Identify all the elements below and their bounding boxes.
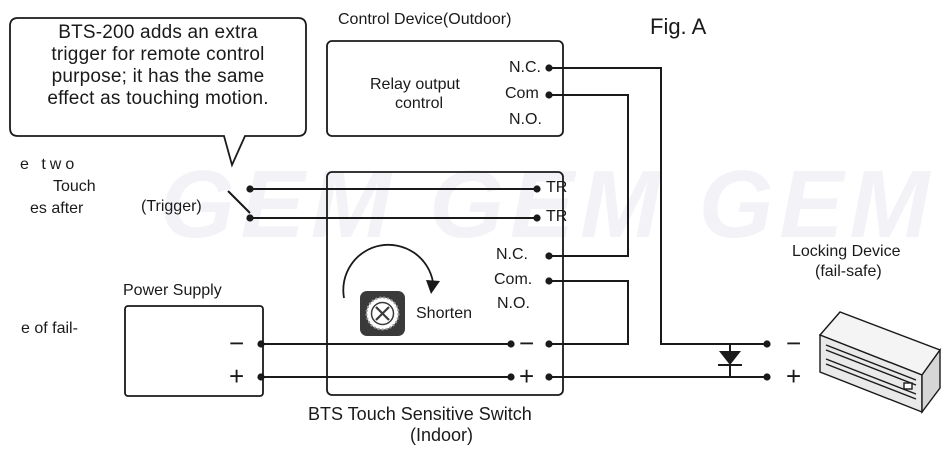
power-supply-box <box>124 305 264 397</box>
shorten-label: Shorten <box>416 305 473 322</box>
power-plus-symbol: + <box>229 361 245 391</box>
power-minus-symbol: − <box>229 328 245 358</box>
callout-line: BTS-200 adds an extra <box>58 22 258 43</box>
lock-plus-symbol: + <box>786 361 802 391</box>
trigger-label: (Trigger) <box>141 198 202 215</box>
cropped-text-fragment: Touch <box>53 178 96 195</box>
terminal-dot <box>533 185 541 193</box>
terminal-dot <box>763 373 771 381</box>
callout-bubble <box>9 17 307 168</box>
control-terminal-com: Com <box>505 85 539 102</box>
locking-device-subtitle: (fail-safe) <box>815 263 882 280</box>
terminal-dot <box>545 91 553 99</box>
bts-plus-symbol: + <box>519 361 535 391</box>
bts-terminal-no: N.O. <box>497 295 530 312</box>
bts-caption: BTS Touch Sensitive Switch <box>308 404 532 424</box>
cropped-text-fragment: es after <box>30 200 84 217</box>
relay-output-label: Relay output <box>370 76 460 93</box>
wire-control-nc <box>549 67 767 345</box>
bts-caption-sub: (Indoor) <box>410 425 474 445</box>
terminal-dot <box>545 277 553 285</box>
bts-terminal-nc: N.C. <box>496 246 528 263</box>
bts-terminal-tr: TR <box>546 208 568 225</box>
bts-switch-box <box>326 171 564 396</box>
control-terminal-nc: N.C. <box>509 59 541 76</box>
callout-text: BTS-200 adds an extra trigger for remote… <box>18 22 298 110</box>
terminal-dot <box>507 340 515 348</box>
trigger-switch-blade <box>227 190 251 214</box>
terminal-dot <box>507 373 515 381</box>
wire-control-com <box>549 94 629 257</box>
callout-line: trigger for remote control <box>51 44 265 65</box>
watermark: GEM GEM GEM ® <box>160 150 946 260</box>
callout-line: purpose; it has the same <box>51 66 265 87</box>
relay-output-label: control <box>395 95 444 112</box>
bts-terminal-com: Com. <box>494 271 533 288</box>
locking-device-icon <box>818 311 942 415</box>
cropped-text-fragment: e two <box>20 156 79 173</box>
watermark-text: GEM GEM GEM <box>160 151 936 258</box>
diode-triangle <box>719 351 741 365</box>
terminal-dot <box>533 214 541 222</box>
cropped-text-fragment: e of fail- <box>21 320 78 337</box>
control-device-title: Control Device(Outdoor) <box>338 11 512 28</box>
control-device-box <box>326 40 564 137</box>
terminal-dot <box>246 214 254 222</box>
terminal-dot <box>257 340 265 348</box>
figure-label: Fig. A <box>650 14 707 39</box>
terminal-dot <box>545 64 553 72</box>
bts-terminal-tr: TR <box>546 179 568 196</box>
terminal-dot <box>545 252 553 260</box>
terminal-dot <box>257 373 265 381</box>
callout-line: effect as touching motion. <box>47 88 269 109</box>
lock-minus-symbol: − <box>786 328 802 358</box>
bts-minus-symbol: − <box>519 328 535 358</box>
power-supply-title: Power Supply <box>123 282 222 299</box>
wire-bts-com <box>549 280 629 345</box>
control-terminal-no: N.O. <box>509 111 542 128</box>
terminal-dot <box>545 373 553 381</box>
terminal-dot <box>763 340 771 348</box>
terminal-dot <box>545 340 553 348</box>
shorten-knob-icon <box>342 243 440 336</box>
locking-device-title: Locking Device <box>792 243 901 260</box>
terminal-dot <box>246 185 254 193</box>
